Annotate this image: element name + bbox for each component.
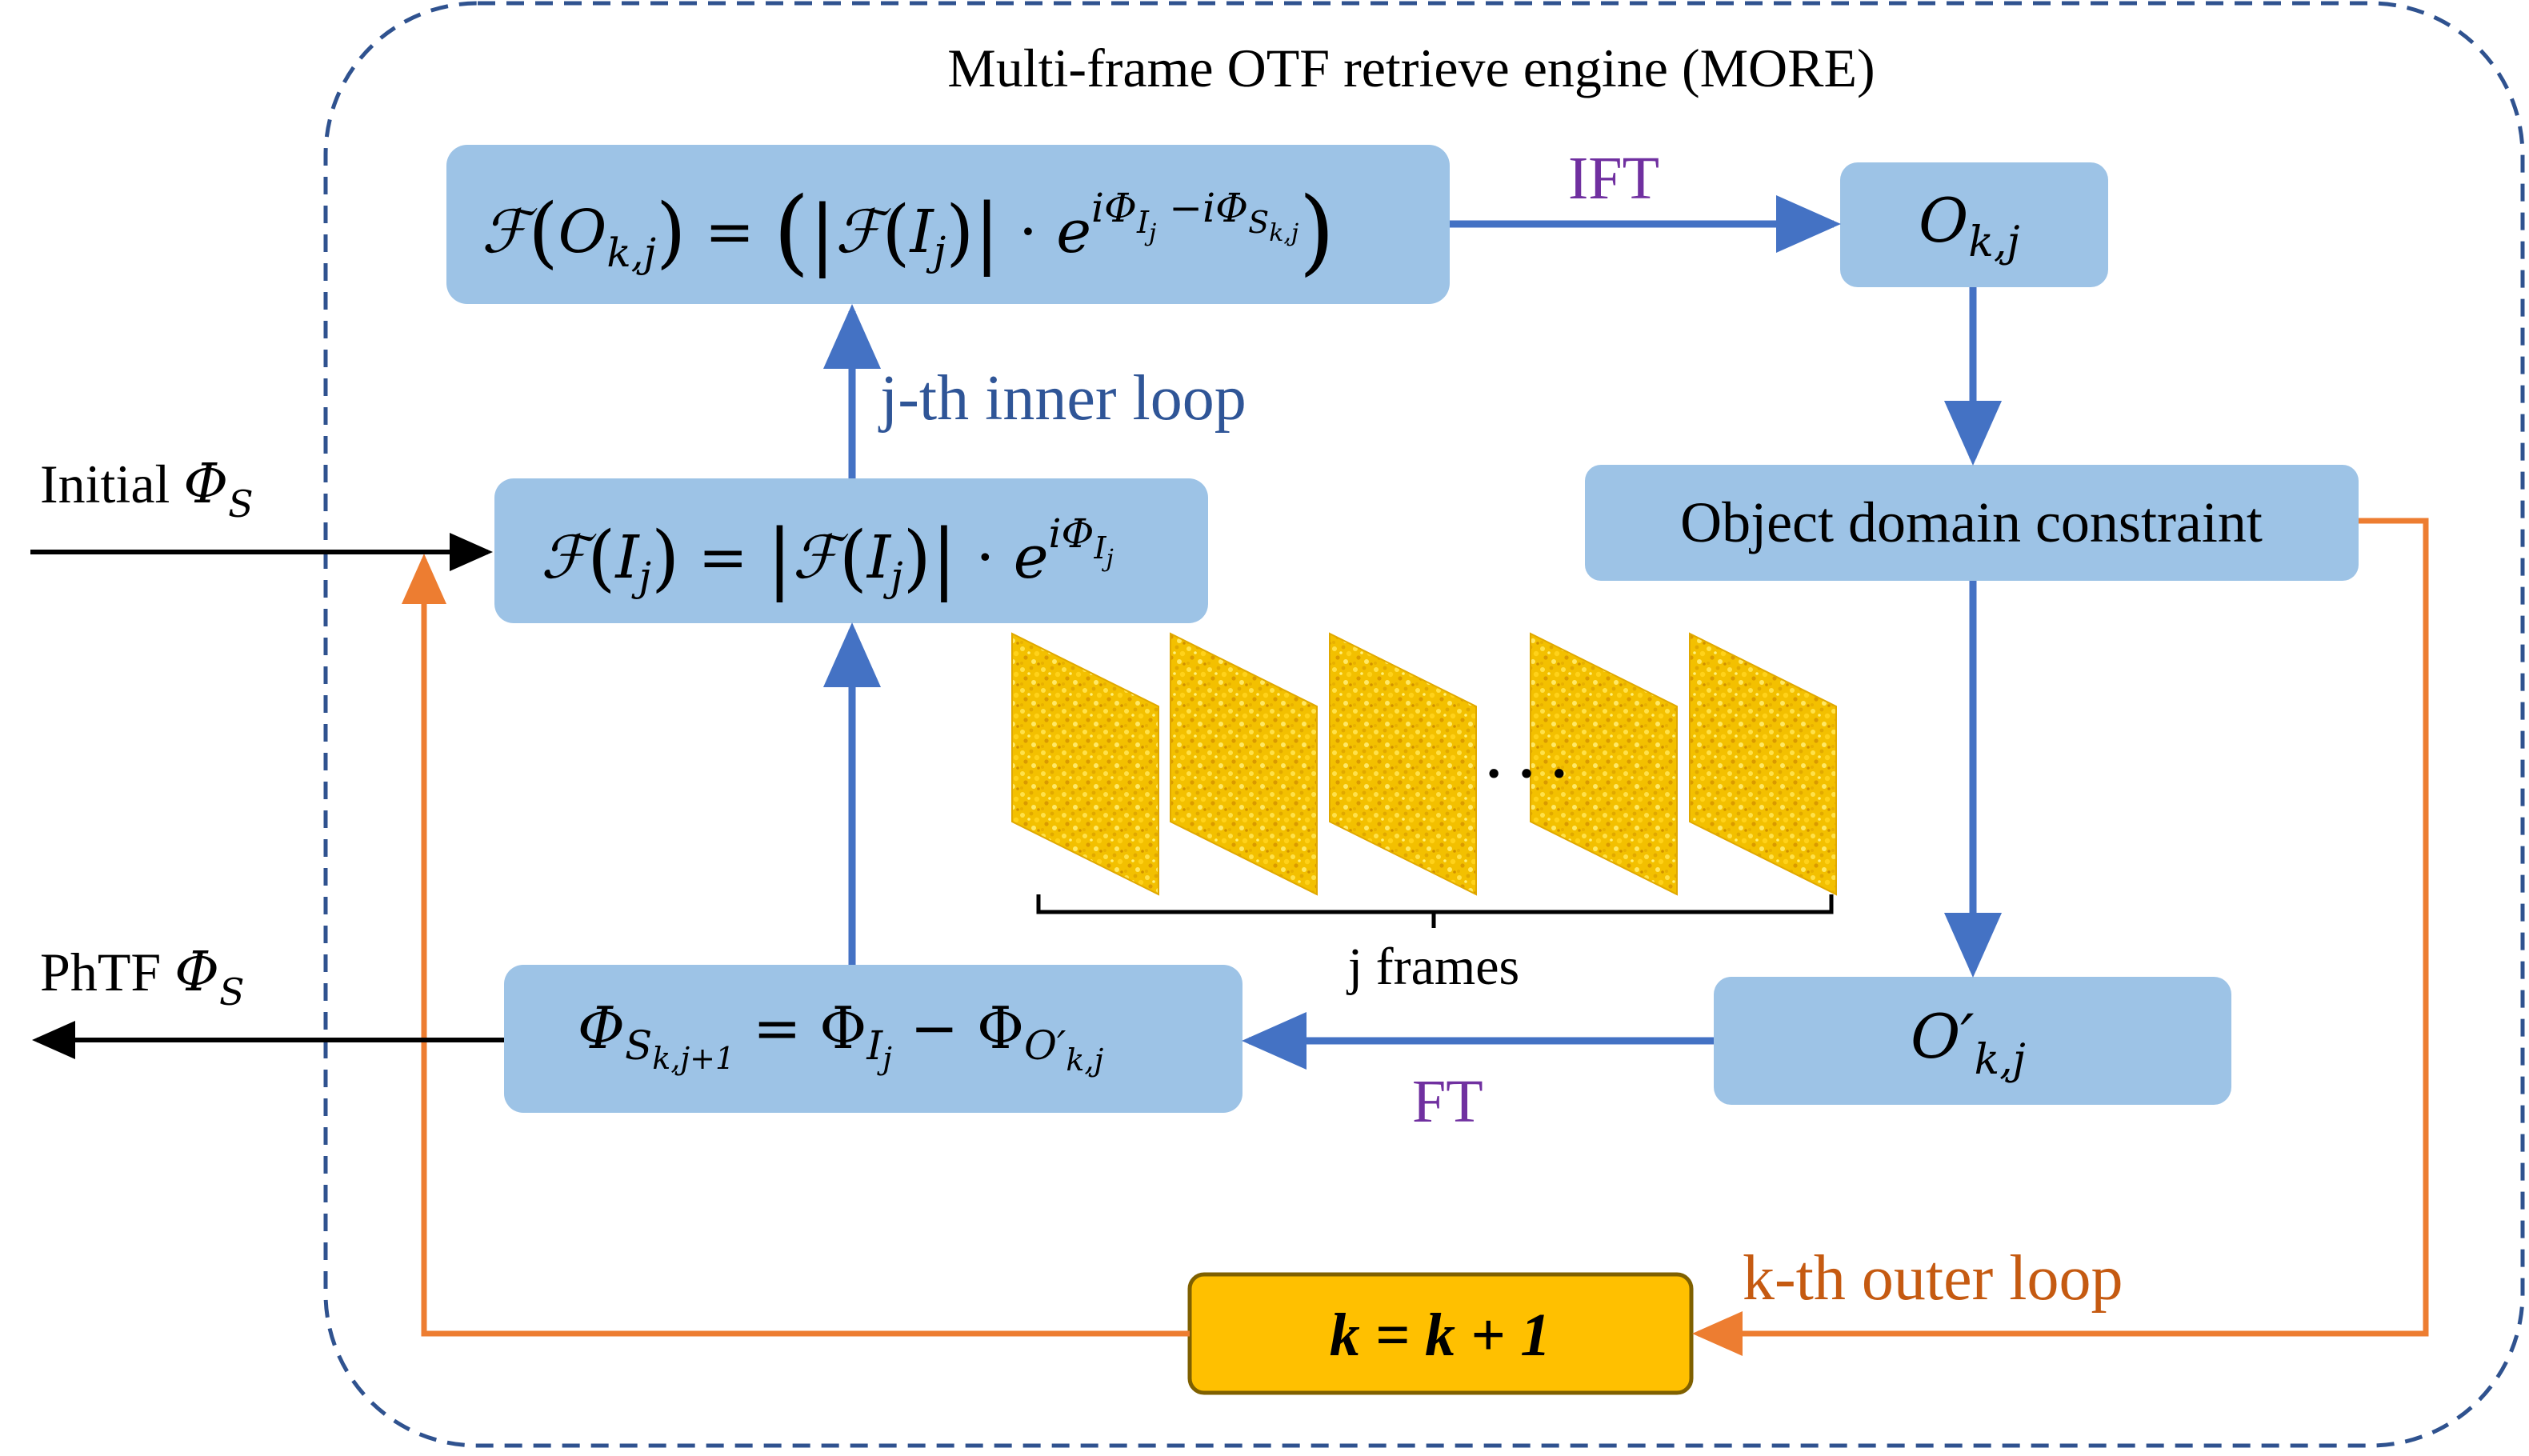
fourier-image-box xyxy=(494,478,1208,623)
eq-abs1: | xyxy=(810,189,835,278)
object-estimate-box xyxy=(1840,162,2108,287)
fourier-image-equation: ℱ(Ij) = |ℱ(Ij)| · eiΦIj xyxy=(541,510,1114,602)
engine-border xyxy=(323,1,2525,1448)
eq-e: e xyxy=(1056,198,1091,266)
frames-group xyxy=(1011,632,1837,896)
phi-equals: = Φ xyxy=(734,994,866,1062)
fi-rp2: ) xyxy=(903,516,931,600)
frames-brace xyxy=(1036,894,1834,928)
eq-big-lp: ( xyxy=(774,178,810,286)
frames-ellipsis: · · · xyxy=(1484,743,1568,805)
eq-exp-sub2: S xyxy=(1248,205,1269,240)
fi-abs2: | xyxy=(931,513,957,602)
eq-rp: ) xyxy=(656,187,686,277)
phi-symbol: Φ xyxy=(578,994,625,1062)
fi-i2: I xyxy=(866,523,892,592)
eq-rp2: ) xyxy=(946,190,974,274)
constrained-object-label: O′k,j xyxy=(1911,1001,2026,1084)
phtf-symbol: Φ xyxy=(174,941,219,1004)
eq-equals: = xyxy=(686,198,773,266)
phi-sub3: O′ xyxy=(1024,1022,1066,1069)
fi-lp2: ( xyxy=(839,516,867,600)
phtf-prefix: PhTF xyxy=(40,942,174,1002)
speckle-frame-5 xyxy=(1689,632,1837,896)
eq-exp-subsub2: k,j xyxy=(1269,219,1299,247)
fi-e: e xyxy=(1014,523,1049,592)
eq-abs2: | xyxy=(974,187,999,277)
outer-loop-label: k-th outer loop xyxy=(1743,1243,2123,1314)
ft-label: FT xyxy=(1412,1068,1483,1135)
initial-prefix: Initial xyxy=(40,454,183,514)
eq-lp: ( xyxy=(528,187,558,277)
phi-sub: S xyxy=(625,1022,652,1069)
inner-loop-label: j-th inner loop xyxy=(878,363,1246,434)
object-domain-constraint-box xyxy=(1585,465,2359,581)
speckle-frame-3 xyxy=(1329,632,1477,896)
fi-exp-main: iΦ xyxy=(1049,510,1094,557)
initial-symbol: Φ xyxy=(183,453,228,516)
phase-update-equation: ΦSk,j+1 = ΦIj − ΦO′k,j xyxy=(578,994,1103,1078)
oprime-sub: k,j xyxy=(1975,1036,2026,1084)
fi-lp: ( xyxy=(587,516,615,600)
phi-subsub: k,j+1 xyxy=(652,1041,734,1076)
fourier-object-box xyxy=(446,145,1450,304)
k-increment-label: k = k + 1 xyxy=(1330,1302,1551,1369)
eq-i: I xyxy=(908,198,934,266)
okj-o: O xyxy=(1919,185,1968,256)
eq-o-sub: k,j xyxy=(606,230,656,276)
fi-equals: = xyxy=(679,523,766,592)
outer-loop-return-line xyxy=(402,554,1190,1337)
speckle-frame-4 xyxy=(1530,632,1678,896)
phi-subsub3: k,j xyxy=(1066,1042,1103,1078)
engine-title: Multi-frame OTF retrieve engine (MORE) xyxy=(947,38,1875,98)
okj-sub: k,j xyxy=(1968,218,2019,266)
eq-dot: · xyxy=(1000,198,1057,266)
oprime-o: O′ xyxy=(1911,1001,1975,1072)
constrained-object-box xyxy=(1714,977,2231,1105)
phase-update-box xyxy=(504,965,1242,1113)
phtf-sub: S xyxy=(219,970,245,1014)
eq-exp-main: iΦ xyxy=(1091,185,1137,231)
fi-abs1: | xyxy=(766,513,792,602)
object-domain-constraint-label: Object domain constraint xyxy=(1680,490,2263,554)
outer-loop-feedback-line xyxy=(1692,518,2429,1356)
phi-sub2: I xyxy=(866,1022,883,1069)
fi-rp: ) xyxy=(651,516,679,600)
initial-sub: S xyxy=(228,482,254,526)
fourier-object-equation: ℱ(Ok,j) = (|ℱ(Ij)| · eiΦIj −iΦSk,j) xyxy=(482,178,1335,286)
eq-lp2: ( xyxy=(882,190,910,274)
eq-exp-sub1: I xyxy=(1136,205,1150,240)
eq-exp-minus: −iΦ xyxy=(1156,185,1248,231)
fi-i: I xyxy=(614,523,640,592)
ift-label: IFT xyxy=(1568,145,1659,212)
phtf-output-label: PhTF ΦS xyxy=(40,941,244,1014)
eq-big-rp: ) xyxy=(1299,178,1335,286)
fi-exp-sub: I xyxy=(1093,530,1106,566)
fi-dot: · xyxy=(957,523,1014,592)
eq-o: O xyxy=(558,198,607,266)
speckle-frame-1 xyxy=(1011,632,1159,896)
phi-minus: − Φ xyxy=(892,994,1024,1062)
frames-label: j frames xyxy=(1347,938,1519,996)
speckle-frame-2 xyxy=(1170,632,1318,896)
object-estimate-label: Ok,j xyxy=(1919,185,2019,266)
initial-phase-label: Initial ΦS xyxy=(40,453,254,526)
